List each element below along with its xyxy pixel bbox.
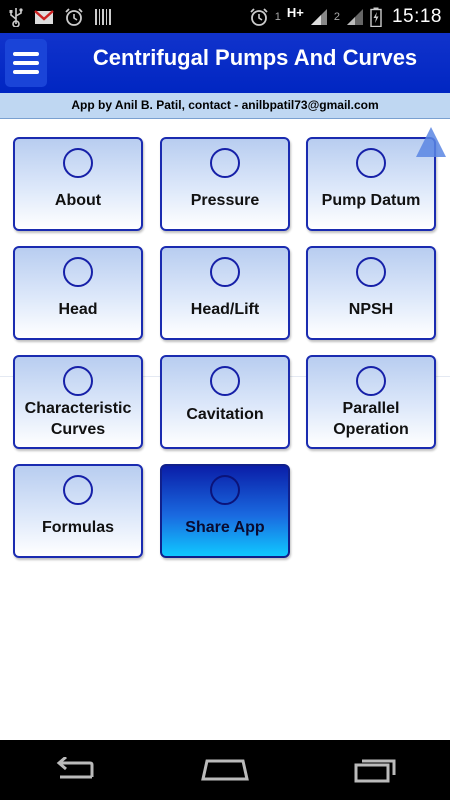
circle-icon [63, 366, 93, 396]
circle-icon [356, 148, 386, 178]
tile-label: Formulas [41, 518, 114, 536]
tile-label: NPSH [348, 300, 394, 318]
circle-icon [210, 366, 240, 396]
tile-label: Share App [185, 518, 265, 536]
app-title: Centrifugal Pumps And Curves [92, 45, 418, 70]
scroll-up-arrow-icon[interactable] [416, 127, 446, 157]
tile-parallel-operation[interactable]: Parallel Operation [306, 355, 436, 449]
circle-icon [63, 257, 93, 287]
author-credit: App by Anil B. Patil, contact - anilbpat… [0, 93, 450, 119]
recent-apps-icon[interactable] [345, 750, 405, 790]
tile-label: Characteristic Curves [24, 400, 132, 438]
circle-icon [356, 257, 386, 287]
tile-label: Head/Lift [190, 300, 260, 318]
gmail-icon [34, 9, 54, 25]
tile-pump-datum[interactable]: Pump Datum [306, 137, 436, 231]
signal-icon [310, 8, 328, 26]
tile-label: Pump Datum [321, 191, 421, 209]
sim1-label: 1 [274, 10, 281, 23]
circle-icon [210, 257, 240, 287]
circle-icon [210, 148, 240, 178]
network-type: H+ [286, 5, 304, 20]
tile-cavitation[interactable]: Cavitation [160, 355, 290, 449]
signal-icon [346, 8, 364, 26]
tile-label: Parallel Operation [333, 400, 409, 438]
tile-about[interactable]: About [13, 137, 143, 231]
circle-icon [356, 366, 386, 396]
tile-characteristic-curves[interactable]: Characteristic Curves [13, 355, 143, 449]
alarm-icon [249, 7, 269, 27]
back-icon[interactable] [45, 750, 105, 790]
alarm-icon [64, 7, 84, 27]
app-bar: Centrifugal Pumps And Curves [0, 33, 450, 93]
tile-label: Head [58, 300, 98, 318]
circle-icon [210, 475, 240, 505]
navigation-bar [0, 740, 450, 800]
tile-share-app[interactable]: Share App [160, 464, 290, 558]
tile-label: About [54, 191, 102, 209]
tile-formulas[interactable]: Formulas [13, 464, 143, 558]
home-icon[interactable] [195, 750, 255, 790]
barcode-icon [94, 8, 112, 26]
battery-icon [370, 7, 382, 27]
circle-icon [63, 475, 93, 505]
tile-label: Pressure [190, 191, 260, 209]
circle-icon [63, 148, 93, 178]
usb-icon [8, 7, 24, 27]
hamburger-menu-icon[interactable] [5, 39, 47, 87]
tile-head-lift[interactable]: Head/Lift [160, 246, 290, 340]
tile-label: Cavitation [186, 406, 264, 423]
tile-pressure[interactable]: Pressure [160, 137, 290, 231]
clock: 15:18 [391, 5, 442, 27]
tile-head[interactable]: Head [13, 246, 143, 340]
tile-npsh[interactable]: NPSH [306, 246, 436, 340]
sim2-label: 2 [333, 10, 340, 23]
status-bar: 1 H+ 2 15:18 [0, 0, 450, 33]
